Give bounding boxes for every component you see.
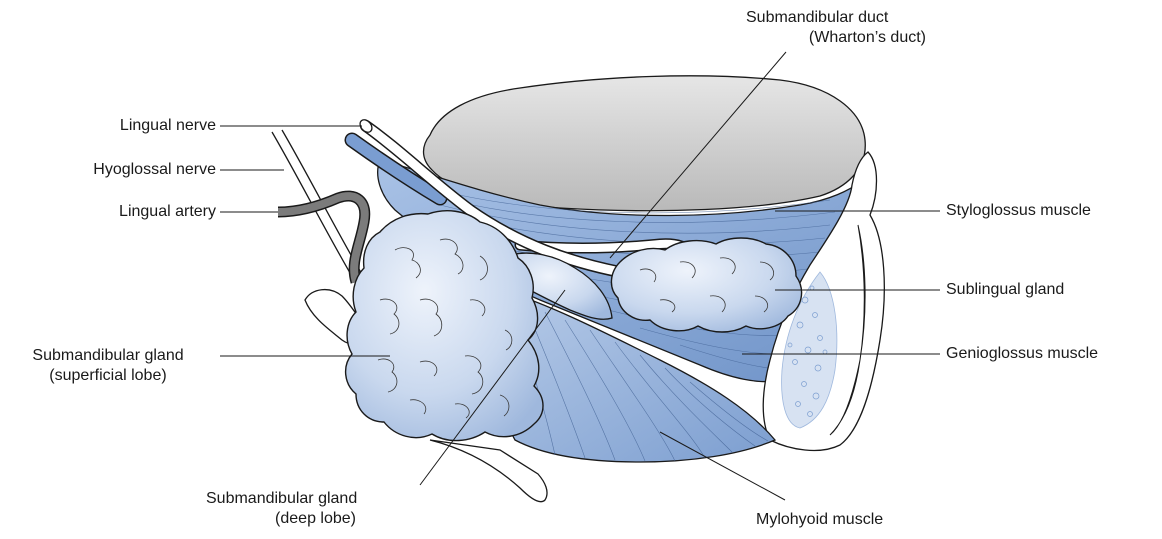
label-submandibular-gland-deep: Submandibular gland (deep lobe) [196,489,396,529]
label-lingual-artery: Lingual artery [20,202,216,222]
label-submandibular-gland-superficial: Submandibular gland (superficial lobe) [0,346,216,386]
label-mylohyoid-muscle: Mylohyoid muscle [756,510,883,530]
label-sublingual-gland: Sublingual gland [946,280,1064,300]
tongue [424,76,866,211]
label-hypoglossal-nerve: Hyoglossal nerve [20,160,216,180]
label-styloglossus-muscle: Styloglossus muscle [946,201,1091,221]
label-genioglossus-muscle: Genioglossus muscle [946,344,1098,364]
label-submandibular-duct: Submandibular duct (Wharton’s duct) [726,8,926,48]
label-lingual-nerve: Lingual nerve [20,116,216,136]
sublingual-gland [611,238,801,332]
